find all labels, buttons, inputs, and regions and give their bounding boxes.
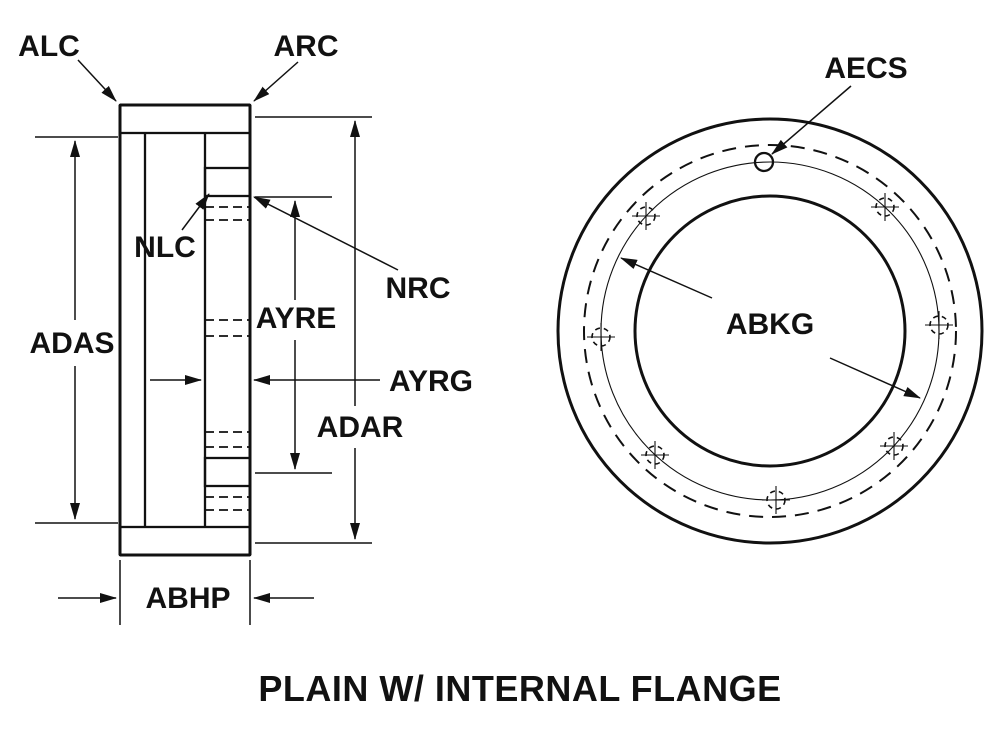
- dimension-line-abkg-lower: [829, 357, 921, 399]
- bolt-hole-hidden: [632, 202, 660, 230]
- section-bottom-flange-hatch: [118, 525, 252, 557]
- section-view: ALC ARC NLC NRC ADAS AYRE AYRG ADAR ABHP: [18, 30, 473, 625]
- dimension-line-abkg-upper: [620, 257, 713, 299]
- bolt-hole-hidden: [925, 311, 953, 339]
- label-ayre: AYRE: [256, 302, 337, 335]
- label-abkg: ABKG: [726, 308, 814, 341]
- bolt-hole-hidden: [871, 193, 899, 221]
- leader-aecs: [771, 85, 852, 155]
- label-adar: ADAR: [317, 411, 404, 444]
- front-view: AECS ABKG: [556, 52, 984, 545]
- section-upper-rib-hatch: [203, 166, 252, 198]
- outer-diameter-circle: [556, 117, 984, 545]
- label-abhp: ABHP: [145, 582, 230, 615]
- bore-circle: [633, 194, 907, 468]
- bolt-hole-hidden: [880, 432, 908, 460]
- leader-nlc: [181, 193, 210, 231]
- label-ayrg: AYRG: [389, 365, 473, 398]
- leader-nrc: [253, 196, 399, 271]
- label-alc: ALC: [18, 30, 80, 63]
- label-aecs: AECS: [824, 52, 907, 85]
- label-arc: ARC: [274, 30, 339, 63]
- bolt-hole-aecs: [753, 151, 775, 173]
- label-adas: ADAS: [29, 327, 114, 360]
- bolt-hole-hidden: [641, 441, 669, 469]
- leader-arc: [253, 61, 299, 102]
- hidden-diameter-circle: [583, 144, 957, 518]
- section-top-flange-hatch: [118, 103, 252, 135]
- section-lower-rib-hatch: [203, 456, 252, 488]
- bolt-hole-hidden: [587, 323, 615, 351]
- drawing-title: PLAIN W/ INTERNAL FLANGE: [258, 668, 781, 709]
- bolt-hole-hidden: [762, 486, 790, 514]
- leader-alc: [77, 59, 117, 102]
- label-nrc: NRC: [386, 272, 451, 305]
- label-nlc: NLC: [134, 231, 196, 264]
